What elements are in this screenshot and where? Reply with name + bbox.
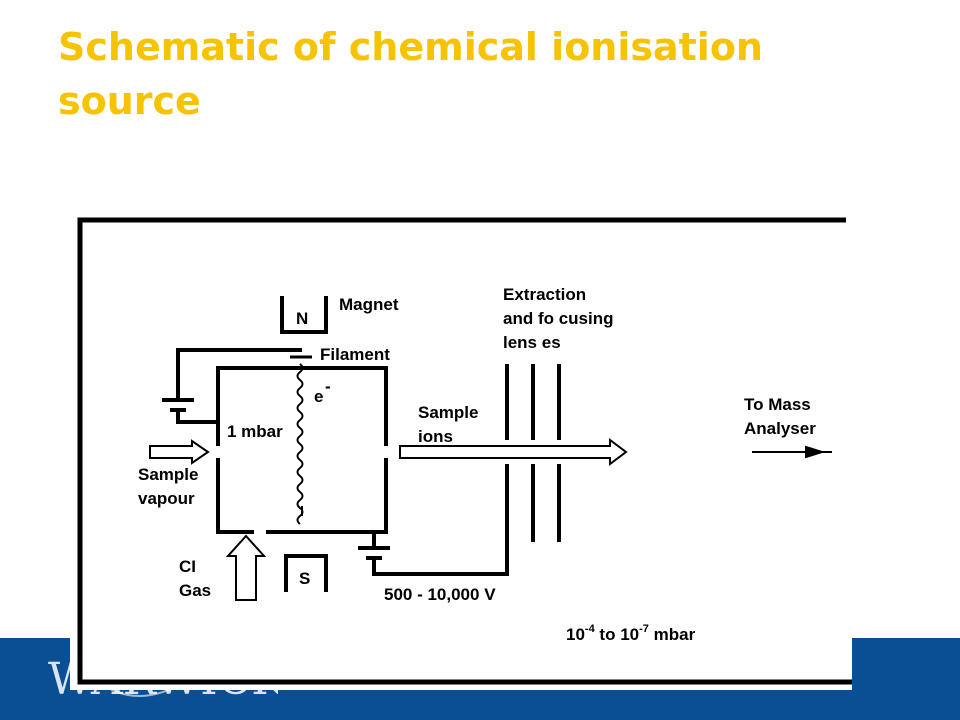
vacuum-label: 10-4 to 10-7 mbar <box>566 623 696 644</box>
pressure-label: 1 mbar <box>227 422 283 441</box>
svg-text:Extraction: Extraction <box>503 285 586 304</box>
svg-text:and fo cusing: and fo cusing <box>503 309 614 328</box>
sample-vapour-arrow <box>149 439 210 465</box>
svg-text:vapour: vapour <box>138 489 195 508</box>
voltage-battery <box>358 530 509 576</box>
svg-text:Analyser: Analyser <box>744 419 816 438</box>
magnet-n-pole <box>280 296 328 334</box>
vacuum-housing <box>77 217 852 685</box>
svg-text:N: N <box>296 309 308 328</box>
voltage-label: 500 - 10,000 V <box>384 585 496 604</box>
slide-title: Schematic of chemical ionisation source <box>58 25 763 123</box>
ci-source-diagram: N Magnet S Filament e - 1 mbar Sample va… <box>70 212 852 690</box>
svg-text:Sample: Sample <box>418 403 478 422</box>
ci-gas-arrow <box>225 534 267 601</box>
filament-battery <box>162 348 302 424</box>
electron-beam <box>296 363 304 525</box>
svg-text:Sample: Sample <box>138 465 198 484</box>
sample-ions-arrow <box>399 438 628 466</box>
extraction-lenses <box>505 364 561 542</box>
svg-text:ions: ions <box>418 427 453 446</box>
svg-text:Gas: Gas <box>179 581 211 600</box>
svg-text:CI: CI <box>179 557 196 576</box>
svg-text:lens es: lens es <box>503 333 561 352</box>
to-mass-analyser-arrow <box>752 445 832 459</box>
magnet-s-pole <box>284 554 328 592</box>
svg-text:S: S <box>299 569 310 588</box>
svg-text:-: - <box>325 377 331 396</box>
svg-text:To Mass: To Mass <box>744 395 811 414</box>
filament-label: Filament <box>320 345 390 364</box>
svg-text:e: e <box>314 387 323 406</box>
magnet-label: Magnet <box>339 295 399 314</box>
